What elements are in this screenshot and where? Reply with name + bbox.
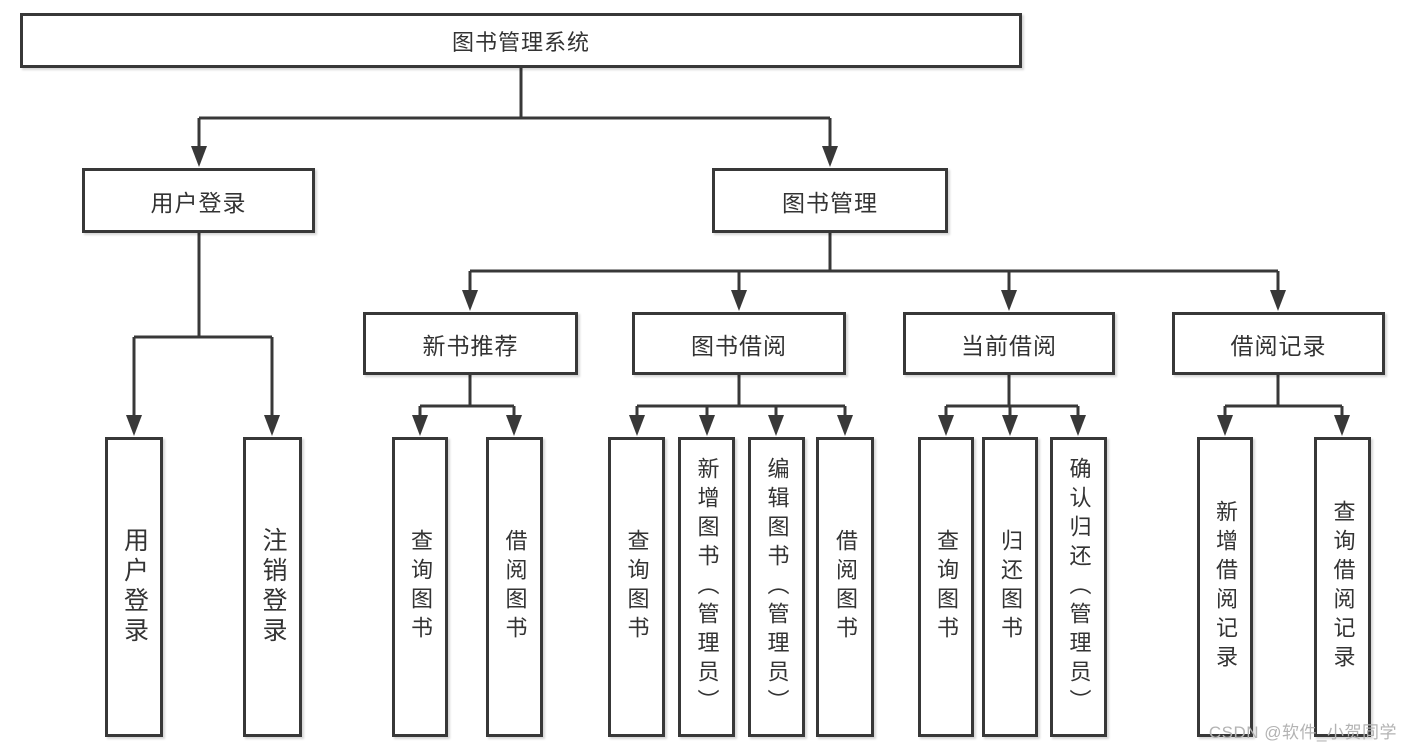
connector-root-to-level2 bbox=[197, 68, 832, 150]
arrow-down-icon bbox=[264, 415, 280, 436]
node-user-login: 用户登录 bbox=[82, 168, 315, 233]
arrow-down-icon bbox=[462, 290, 478, 311]
node-current-borrowing: 当前借阅 bbox=[903, 312, 1115, 375]
arrow-down-icon bbox=[1334, 415, 1350, 436]
connector-paths bbox=[132, 68, 1344, 420]
leaf-return-books: 归还图书 bbox=[982, 437, 1038, 737]
node-label: 图书管理系统 bbox=[451, 29, 590, 55]
arrow-down-icon bbox=[1002, 415, 1018, 436]
node-label: 图书管理 bbox=[782, 189, 878, 216]
leaf-label: 归还图书 bbox=[998, 529, 1023, 645]
leaf-user-login: 用户登录 bbox=[105, 437, 163, 737]
leaf-label: 新增借阅记录 bbox=[1213, 500, 1238, 674]
node-label: 借阅记录 bbox=[1230, 332, 1327, 359]
arrow-down-icon bbox=[822, 146, 838, 167]
connector-records-to-leaves bbox=[1223, 375, 1344, 420]
arrow-down-icon bbox=[938, 415, 954, 436]
connector-book-mgmt-to-level3 bbox=[468, 233, 1280, 294]
node-borrowing-records: 借阅记录 bbox=[1172, 312, 1385, 375]
leaf-logout: 注销登录 bbox=[243, 437, 302, 737]
arrow-down-icon bbox=[506, 415, 522, 436]
leaf-query-books-recommend: 查询图书 bbox=[392, 437, 448, 737]
leaf-query-books-borrowing: 查询图书 bbox=[608, 437, 665, 737]
connector-current-to-leaves bbox=[944, 375, 1080, 420]
arrow-down-icon bbox=[837, 415, 853, 436]
leaf-label: 借阅图书 bbox=[502, 529, 528, 645]
leaf-edit-book-admin: 编辑图书（管理员） bbox=[748, 437, 805, 737]
leaf-query-borrow-record: 查询借阅记录 bbox=[1314, 437, 1371, 737]
leaf-label: 查询图书 bbox=[624, 529, 650, 645]
leaf-label: 注销登录 bbox=[259, 527, 287, 647]
connector-user-login-to-leaves bbox=[132, 233, 274, 419]
arrow-down-icon bbox=[629, 415, 645, 436]
leaf-label: 查询图书 bbox=[408, 529, 433, 645]
leaf-add-borrow-record: 新增借阅记录 bbox=[1197, 437, 1253, 737]
leaf-add-book-admin: 新增图书（管理员） bbox=[678, 437, 735, 737]
csdn-watermark: CSDN @软件_小贺同学 bbox=[1208, 723, 1397, 742]
arrow-down-icon bbox=[1001, 290, 1017, 311]
leaf-query-books-current: 查询图书 bbox=[918, 437, 974, 737]
arrow-down-icon bbox=[768, 415, 784, 436]
node-book-borrowing: 图书借阅 bbox=[632, 312, 846, 375]
arrow-down-icon bbox=[699, 415, 715, 436]
arrow-down-icon bbox=[1070, 415, 1086, 436]
leaf-label: 查询借阅记录 bbox=[1330, 500, 1356, 674]
connector-new-books-to-leaves bbox=[418, 375, 516, 420]
leaf-label: 新增图书（管理员） bbox=[694, 456, 720, 718]
leaf-borrow-books-recommend: 借阅图书 bbox=[486, 437, 543, 737]
node-label: 用户登录 bbox=[150, 189, 247, 216]
arrow-down-icon bbox=[191, 146, 207, 167]
leaf-label: 编辑图书（管理员） bbox=[764, 456, 790, 718]
node-library-system: 图书管理系统 bbox=[20, 13, 1022, 68]
arrowheads bbox=[126, 146, 1350, 436]
leaf-label: 查询图书 bbox=[934, 529, 959, 645]
arrow-down-icon bbox=[1217, 415, 1233, 436]
arrow-down-icon bbox=[126, 415, 142, 436]
node-new-book-recommendation: 新书推荐 bbox=[363, 312, 578, 375]
node-label: 新书推荐 bbox=[422, 332, 519, 359]
leaf-borrow-books-borrowing: 借阅图书 bbox=[816, 437, 874, 737]
leaf-label: 用户登录 bbox=[120, 527, 149, 647]
arrow-down-icon bbox=[412, 415, 428, 436]
connector-borrowing-to-leaves bbox=[635, 375, 847, 420]
node-label: 当前借阅 bbox=[961, 332, 1057, 359]
arrow-down-icon bbox=[731, 290, 747, 311]
leaf-confirm-return-admin: 确认归还（管理员） bbox=[1050, 437, 1107, 737]
node-label: 图书借阅 bbox=[691, 332, 787, 359]
leaf-label: 确认归还（管理员） bbox=[1066, 456, 1092, 718]
node-book-management: 图书管理 bbox=[712, 168, 948, 233]
leaf-label: 借阅图书 bbox=[833, 529, 858, 645]
arrow-down-icon bbox=[1270, 290, 1286, 311]
